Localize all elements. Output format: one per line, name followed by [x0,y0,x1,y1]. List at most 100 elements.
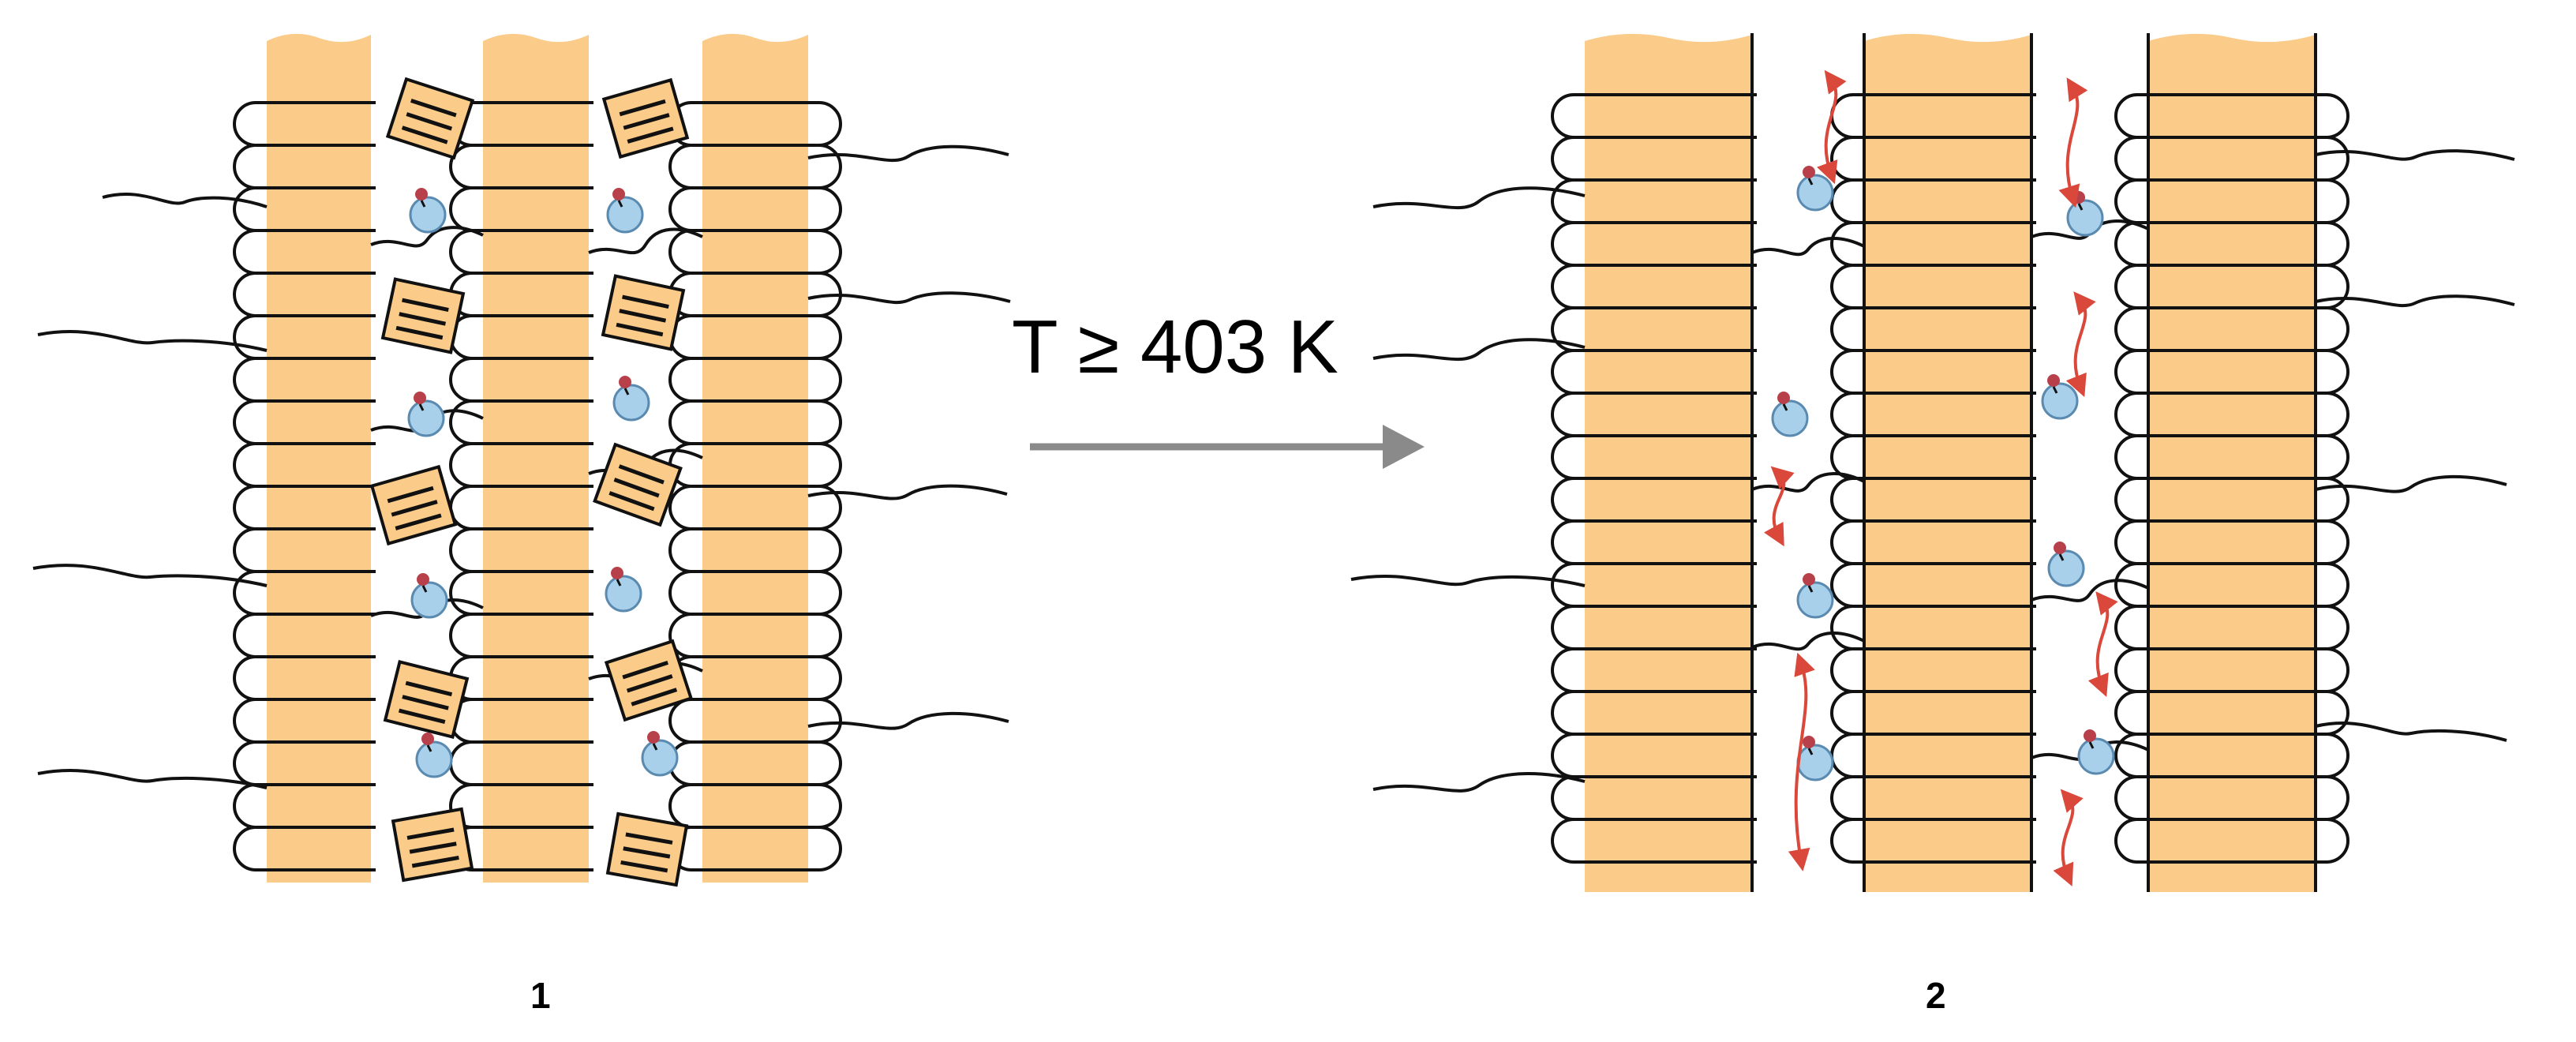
ligand-loop [2311,434,2349,480]
ligand-loop [233,442,271,488]
ligand-stripe [387,485,434,504]
alkyl-tail [807,144,1009,163]
ligand-loop [449,229,488,275]
ligand-loop [233,314,271,360]
alkyl-tail [102,193,268,208]
water-oxygen [1803,736,1815,748]
ligand-stripe [395,513,442,530]
ligand-loop [2311,477,2349,523]
ligand-loop [668,485,707,530]
ligand-stripe [406,827,455,840]
hydrated-cation-icon [1796,736,1834,782]
chain-body [702,33,808,883]
hydrated-cation-icon [605,567,642,613]
chain-column [483,33,589,883]
ligand-loop [2114,392,2153,437]
ligand-loop [803,314,842,360]
ligand-loop [233,783,271,829]
ligand-stripe [399,312,447,326]
chain-body [1585,33,1752,892]
ligand-body [605,811,689,887]
chain-ligands [449,101,593,871]
chain-column [2148,33,2316,892]
hydrated-cation-icon [2041,374,2079,420]
ligand-loop [1830,605,1869,650]
alkyl-tail [370,226,484,248]
ligand-loop [1551,392,1589,437]
ligand-loop [803,442,842,488]
alkyl-tail [2315,722,2507,742]
ligand-body [391,807,474,883]
structure-2-label: 2 [1926,975,1946,1016]
ligand-loop [2114,818,2153,864]
hydrated-cation-icon [407,392,445,437]
cation-sphere [410,581,448,619]
bond [1782,403,1788,411]
ligand-loop [1551,519,1589,565]
ligand-loop [668,144,707,189]
ligand-loop [2311,733,2349,778]
ligand-loop [2311,136,2349,182]
curved-double-arrow-icon [2058,77,2088,208]
bond [623,388,630,395]
ligand-stripe [409,841,457,854]
chain-column [1585,33,1752,892]
ligand-loop [803,698,842,744]
ligand-loop [449,442,488,488]
ligand-loop [1830,178,1869,224]
water-oxygen [415,188,428,201]
ligand-stripe [608,491,655,512]
water-oxygen [2047,374,2060,387]
ligand-loop [2311,562,2349,608]
ligand-loop [2311,690,2349,736]
ligand-loop [2114,434,2153,480]
ligand-body [593,442,683,527]
hydrated-cation-icon [415,733,453,778]
ligand-loop [233,570,271,616]
curved-double-arrow-icon [2087,591,2118,698]
ligand-stripe [619,309,667,323]
ligand-stripe [391,500,438,517]
chain-column [1864,33,2031,892]
ligand-body [380,277,466,354]
ligand-loop [449,570,488,616]
bond [2052,386,2058,394]
ligand-loop [2311,221,2349,267]
ligand-body [369,464,458,546]
ligand-stripe [402,695,449,710]
ligand-loop [803,357,842,403]
ligand-loop [1551,775,1589,821]
ligand-loop [668,399,707,445]
ligand-loop [1830,434,1869,480]
ligand-loop [2114,349,2153,395]
ligand-loop [233,144,271,189]
water-oxygen [1803,573,1815,586]
hydrated-cation-icon [641,731,679,777]
ligand-loop [449,399,488,445]
ligand-loop [2114,264,2153,309]
ligand-stripe [401,126,448,144]
ligand-loop [2311,775,2349,821]
bond [418,403,425,411]
alkyl-tail [2315,149,2515,161]
stacked-ring-molecule-icon [369,464,458,546]
structure-1-panel [32,33,1011,887]
ligand-stripe [618,464,665,485]
water-oxygen [414,392,426,404]
alkyl-tail [807,484,1008,500]
ligand-loop [1551,690,1589,736]
curved-double-arrow-icon [2065,291,2096,398]
alkyl-tail [2031,579,2149,602]
ligand-loop [2114,306,2153,352]
cation-sphere [2047,549,2085,587]
water-oxygen [611,567,623,579]
bond [616,579,622,587]
alkyl-tail [1372,772,1586,793]
ligand-loop [233,740,271,786]
ligand-loop [803,613,842,658]
ligand-loop [1551,178,1589,224]
bond [420,200,426,208]
hydrated-cation-icon [410,573,448,619]
ligand-loop [1551,434,1589,480]
hydrated-cation-icon [409,188,447,234]
